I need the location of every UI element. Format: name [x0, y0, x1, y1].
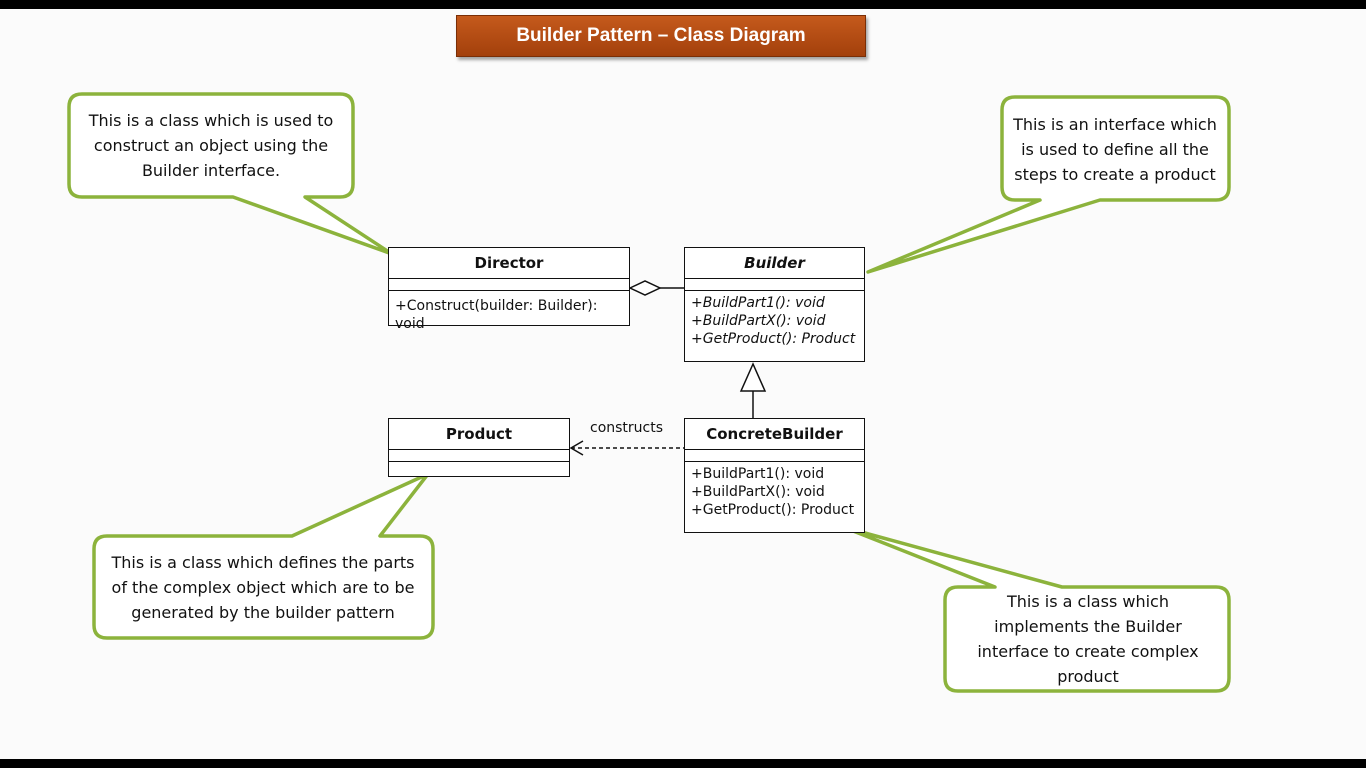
class-product-operations	[389, 462, 569, 476]
builder-op: +GetProduct(): Product	[691, 331, 856, 347]
class-concrete-builder-operations: +BuildPart1(): void +BuildPartX(): void …	[685, 462, 864, 522]
diagram-title: Builder Pattern – Class Diagram	[456, 15, 866, 57]
callout-builder-text: This is an interface which is used to de…	[1013, 114, 1217, 184]
class-director-name: Director	[389, 248, 629, 279]
class-director: Director +Construct(builder: Builder): v…	[388, 247, 630, 332]
class-builder-attributes	[685, 279, 864, 291]
dependency-arrowhead	[569, 440, 584, 456]
callout-director-text: This is a class which is used to constru…	[88, 110, 334, 180]
class-product-attributes	[389, 450, 569, 462]
class-builder-name: Builder	[685, 248, 864, 279]
concrete-builder-op: +BuildPartX(): void	[691, 484, 825, 500]
constructs-label: constructs	[590, 420, 664, 436]
builder-op: +BuildPart1(): void	[691, 295, 825, 311]
class-product-name: Product	[389, 419, 569, 450]
callout-concrete-text: This is a class which implements the Bui…	[977, 592, 1199, 686]
callout-director-shape	[67, 92, 394, 256]
class-director-operations: +Construct(builder: Builder): void	[389, 291, 629, 336]
callout-product-shape	[92, 472, 435, 640]
callout-product-text: This is a class which defines the parts …	[111, 552, 415, 622]
builder-op: +BuildPartX(): void	[691, 313, 826, 329]
class-concrete-builder: ConcreteBuilder +BuildPart1(): void +Bui…	[684, 418, 865, 533]
class-concrete-builder-name: ConcreteBuilder	[685, 419, 864, 450]
director-op: +Construct(builder: Builder): void	[395, 298, 598, 332]
aggregation-diamond	[628, 280, 662, 296]
generalization-triangle	[739, 362, 767, 392]
class-builder-operations: +BuildPart1(): void +BuildPartX(): void …	[685, 291, 864, 351]
concrete-builder-op: +BuildPart1(): void	[691, 466, 825, 482]
class-concrete-builder-attributes	[685, 450, 864, 462]
class-director-attributes	[389, 279, 629, 291]
concrete-builder-op: +GetProduct(): Product	[691, 502, 855, 518]
callout-concrete-shape	[841, 525, 1231, 693]
class-builder: Builder +BuildPart1(): void +BuildPartX(…	[684, 247, 865, 362]
callout-builder-shape	[866, 95, 1231, 274]
class-product: Product	[388, 418, 570, 477]
